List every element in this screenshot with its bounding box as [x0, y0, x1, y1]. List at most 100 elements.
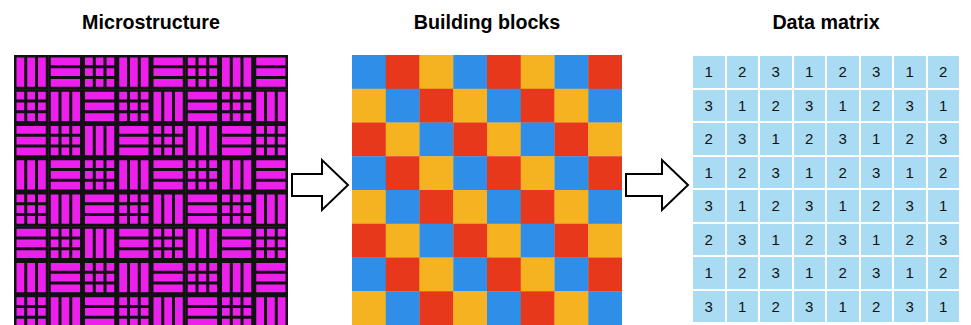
- matrix-cell: 2: [894, 123, 926, 155]
- building-block: [386, 55, 420, 89]
- microstructure-cell: [14, 124, 49, 159]
- square: [141, 103, 149, 111]
- building-block: [420, 291, 454, 325]
- bar: [17, 148, 46, 156]
- microstructure-cell: [83, 124, 118, 159]
- square: [141, 297, 149, 305]
- square: [164, 250, 172, 258]
- microstructure-cell: [185, 124, 220, 159]
- square: [27, 103, 35, 111]
- square: [107, 68, 115, 76]
- building-block: [386, 224, 420, 258]
- square: [256, 250, 264, 258]
- square: [85, 285, 93, 293]
- square: [244, 319, 252, 325]
- square: [267, 126, 275, 134]
- matrix-cell: 2: [928, 257, 960, 289]
- bar: [222, 250, 251, 258]
- square: [188, 182, 196, 190]
- building-block: [521, 156, 555, 190]
- bar: [141, 263, 149, 292]
- building-block: [386, 291, 420, 325]
- microstructure-cell: [151, 226, 186, 261]
- square: [38, 195, 46, 203]
- cell-ground: [151, 55, 186, 90]
- cell-ground: [14, 158, 49, 193]
- cell-ground: [83, 89, 118, 124]
- bar: [256, 263, 285, 271]
- square: [119, 308, 127, 316]
- square: [209, 274, 217, 282]
- square: [107, 160, 115, 168]
- microstructure-cell: [48, 295, 83, 325]
- bar: [188, 205, 217, 213]
- square: [222, 113, 230, 121]
- bar: [164, 195, 172, 224]
- square: [96, 182, 104, 190]
- building-block: [555, 123, 589, 157]
- square: [278, 137, 286, 145]
- cell-ground: [220, 192, 255, 227]
- building-block: [352, 258, 386, 292]
- matrix-cell: 2: [794, 123, 826, 155]
- microstructure-cell: [185, 89, 220, 124]
- bar: [154, 182, 183, 190]
- matrix-cell: 2: [827, 157, 859, 189]
- building-block: [420, 156, 454, 190]
- matrix-cell: 3: [827, 224, 859, 256]
- building-block: [521, 224, 555, 258]
- microstructure-cell: [48, 89, 83, 124]
- bar: [188, 319, 217, 325]
- matrix-cell: 1: [827, 291, 859, 323]
- cell-ground: [220, 226, 255, 261]
- bar: [233, 160, 241, 189]
- bar: [154, 68, 183, 76]
- bar: [85, 297, 114, 305]
- square: [188, 171, 196, 179]
- bar: [27, 263, 35, 292]
- matrix-cell: 1: [894, 257, 926, 289]
- cell-ground: [83, 192, 118, 227]
- bar: [72, 195, 80, 224]
- square: [233, 319, 241, 325]
- cell-ground: [151, 89, 186, 124]
- cell-ground: [151, 158, 186, 193]
- cell-ground: [185, 89, 220, 124]
- square: [72, 126, 80, 134]
- bar: [199, 229, 207, 258]
- bar: [154, 263, 183, 271]
- bar: [17, 137, 46, 145]
- square: [85, 68, 93, 76]
- bar: [17, 126, 46, 134]
- cell-ground: [151, 192, 186, 227]
- cell-ground: [48, 261, 83, 296]
- bar: [130, 263, 138, 292]
- cell-ground: [48, 124, 83, 159]
- matrix-cell: 1: [693, 56, 725, 88]
- bar: [17, 263, 25, 292]
- building-block: [555, 55, 589, 89]
- building-block: [521, 190, 555, 224]
- square: [256, 229, 264, 237]
- microstructure-cell: [117, 55, 152, 90]
- building-block: [588, 291, 622, 325]
- square: [96, 171, 104, 179]
- bar: [222, 229, 251, 237]
- bar: [51, 285, 80, 293]
- square: [130, 103, 138, 111]
- cell-ground: [14, 192, 49, 227]
- bar: [222, 160, 230, 189]
- bar: [51, 68, 80, 76]
- square: [209, 160, 217, 168]
- microstructure-cell: [151, 124, 186, 159]
- building-block: [453, 224, 487, 258]
- matrix-cell: 2: [727, 257, 759, 289]
- square: [188, 68, 196, 76]
- bar: [119, 137, 148, 145]
- microstructure-cell: [14, 226, 49, 261]
- bar: [256, 79, 285, 87]
- bar: [119, 148, 148, 156]
- building-block: [521, 291, 555, 325]
- building-block: [386, 89, 420, 123]
- bar: [154, 195, 162, 224]
